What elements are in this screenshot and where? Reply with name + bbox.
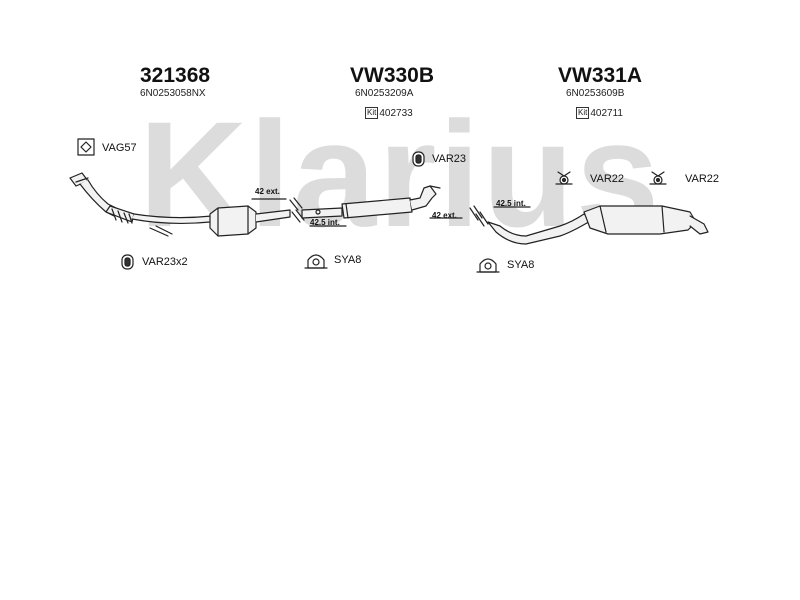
oem-number-1: 6N0253058NX <box>140 88 206 99</box>
kit-number-value: 402733 <box>379 107 413 119</box>
kit-number-3: Kit 402711 <box>576 107 623 119</box>
oem-number-2: 6N0253209A <box>355 88 414 99</box>
part-number-1: 321368 <box>140 64 211 87</box>
kit-badge: Kit <box>576 107 590 119</box>
front-pipe-with-catalyst <box>69 172 291 237</box>
kit-number-value: 402711 <box>590 107 623 119</box>
rear-silencer <box>487 205 709 245</box>
oem-number-3: 6N0253609B <box>566 88 625 99</box>
middle-silencer <box>301 185 441 219</box>
part-number-3: VW331A <box>558 64 643 87</box>
front-int-dimension: 42.5 int. <box>310 218 340 227</box>
clamp-icon <box>304 254 328 269</box>
kit-number-2: Kit 402733 <box>365 107 413 119</box>
kit-badge: Kit <box>365 107 379 119</box>
rear-ext-dimension: 42 ext. <box>432 211 457 220</box>
rubber-mount-icon <box>121 254 134 270</box>
clamp-icon <box>476 258 500 273</box>
rear-joint-marks <box>429 205 531 227</box>
hanger-left-label: VAR22 <box>590 173 625 185</box>
rear-int-dimension: 42.5 int. <box>496 199 526 208</box>
front-rubber-qty-label: VAR23x2 <box>142 256 188 268</box>
gasket-label: VAG57 <box>102 142 137 154</box>
hanger-icon <box>555 171 573 185</box>
clamp-left-label: SYA8 <box>334 254 362 266</box>
gasket-icon <box>77 138 95 156</box>
front-ext-dimension: 42 ext. <box>255 187 280 196</box>
part-number-2: VW330B <box>350 64 435 87</box>
front-rubber-label: VAR23 <box>432 153 467 165</box>
hanger-icon <box>649 171 667 185</box>
hanger-right-label: VAR22 <box>685 173 720 185</box>
front-joint-marks <box>251 197 347 227</box>
clamp-right-label: SYA8 <box>507 259 535 271</box>
rubber-mount-icon <box>412 151 425 167</box>
